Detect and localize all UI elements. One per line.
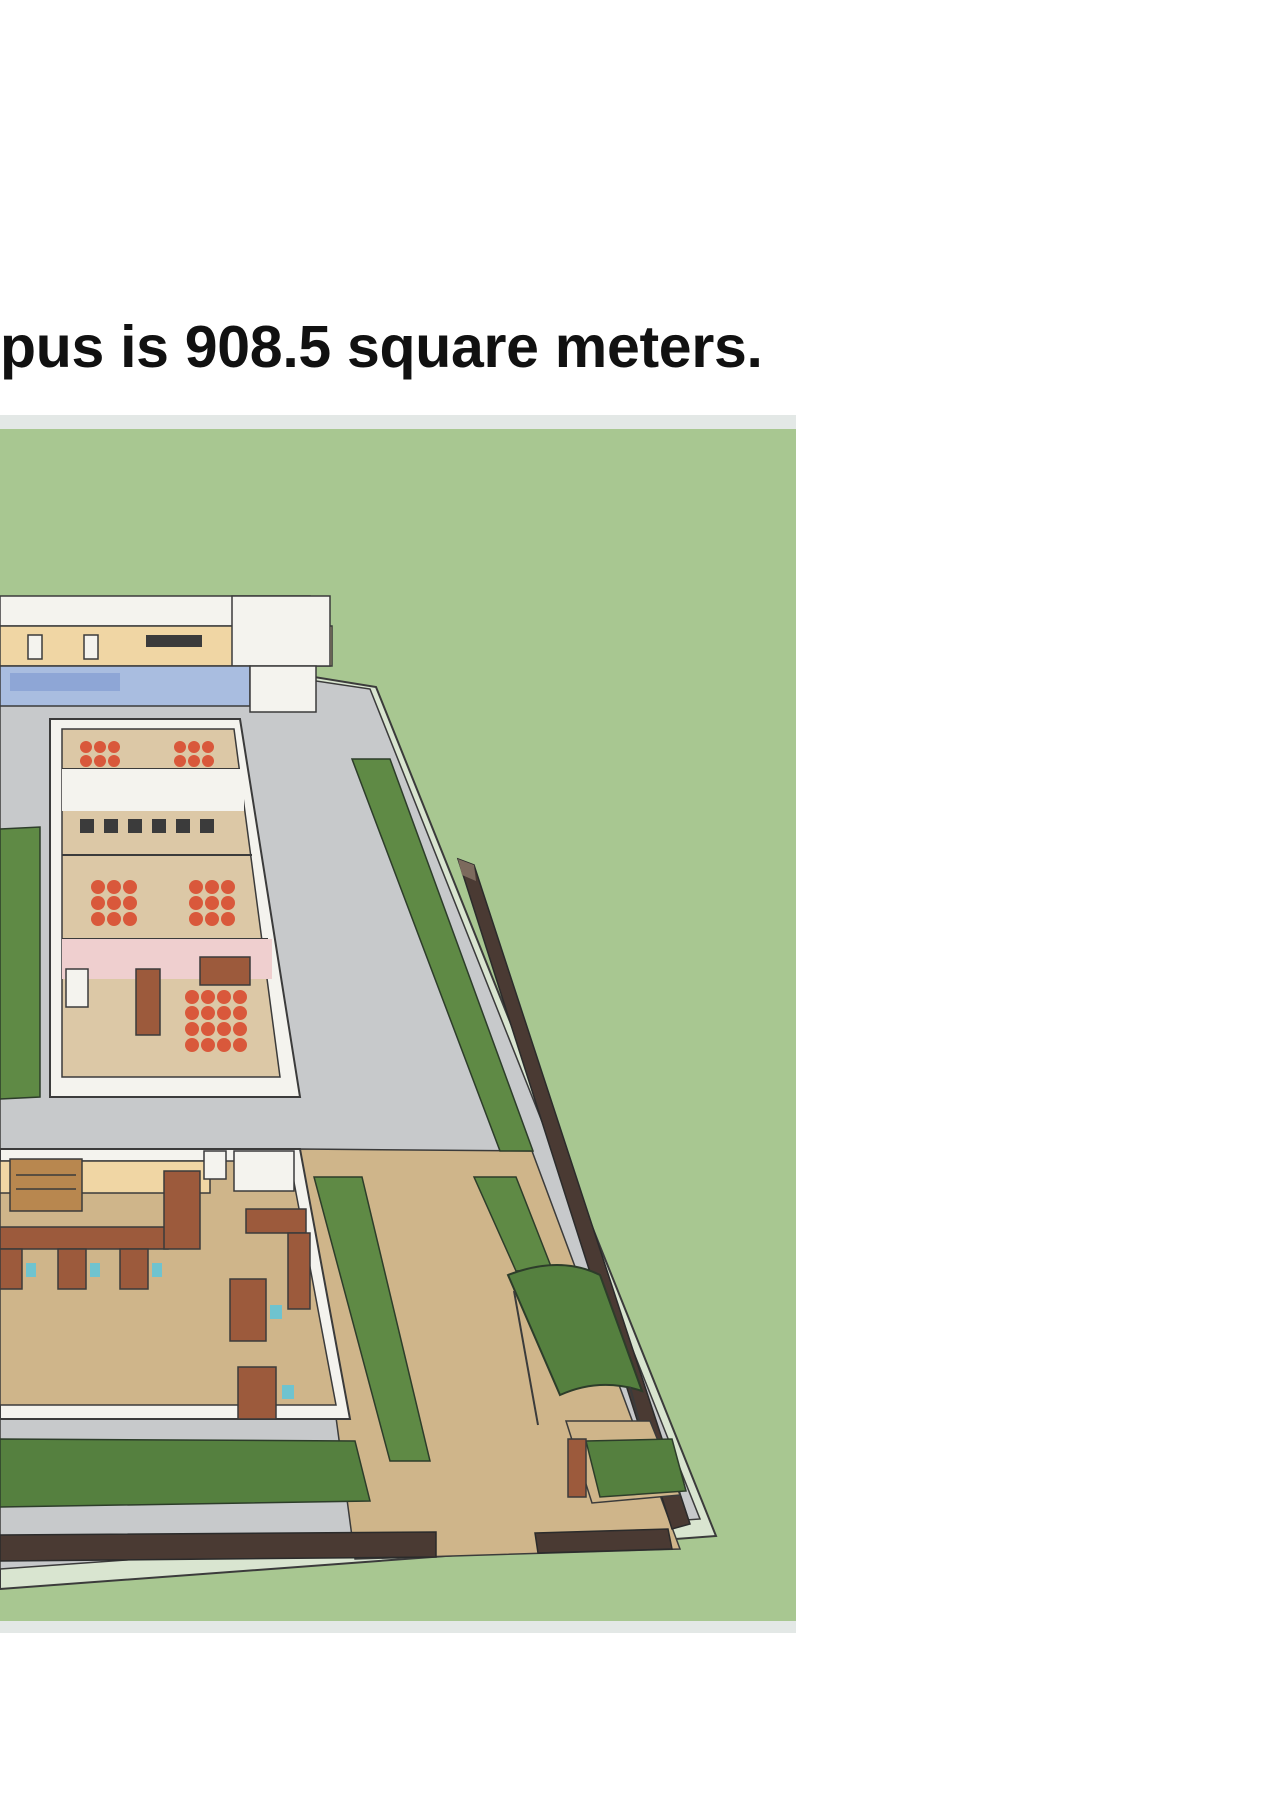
side-cabinet xyxy=(65,968,89,1008)
lawn-strip-center xyxy=(313,1176,431,1462)
chair-group-1 xyxy=(80,741,214,767)
chair-group-2 xyxy=(91,880,235,926)
office-chair-5 xyxy=(282,1385,294,1399)
office-chair-3 xyxy=(152,1263,162,1277)
shelter-roof xyxy=(506,1264,644,1397)
office-desk-vertical xyxy=(163,1170,201,1250)
lawn-strip-left xyxy=(0,826,41,1100)
office-chair-4 xyxy=(270,1305,282,1319)
office-chair-2 xyxy=(90,1263,100,1277)
office-cabinet-right xyxy=(245,1208,307,1234)
lawn-strip-right-long xyxy=(350,758,535,1152)
office-desk-4 xyxy=(229,1278,267,1342)
perimeter-wall-right-top xyxy=(458,859,476,881)
top-building-window xyxy=(146,635,202,647)
perimeter-wall-bottom xyxy=(0,1531,437,1562)
computer-row xyxy=(80,819,214,833)
office-chair-1 xyxy=(26,1263,36,1277)
office-long-desk xyxy=(0,1226,169,1250)
office-cabinet-tall xyxy=(287,1232,311,1310)
office-desk-1 xyxy=(0,1248,23,1290)
lawn-strip-bottom xyxy=(0,1438,371,1508)
office-desk-5 xyxy=(237,1366,277,1420)
top-building-door-2 xyxy=(83,634,99,660)
campus-illustration xyxy=(0,415,796,1633)
office-desk-2 xyxy=(57,1248,87,1290)
small-shed-door xyxy=(567,1438,587,1498)
office-small-box xyxy=(203,1150,227,1180)
top-building-door-1 xyxy=(27,634,43,660)
chair-group-3 xyxy=(185,990,247,1052)
top-building-side-room xyxy=(231,595,331,667)
perimeter-wall-bottom-right xyxy=(534,1528,673,1554)
lectern-desk xyxy=(135,968,161,1036)
small-shed-roof xyxy=(585,1438,687,1498)
blue-room-pool xyxy=(10,673,120,691)
office-shelf xyxy=(9,1158,83,1212)
white-room-strip xyxy=(62,769,244,811)
cabinet xyxy=(199,956,251,986)
office-white-room xyxy=(233,1150,295,1192)
campus-plan-svg xyxy=(0,595,718,1591)
caption-text: pus is 908.5 square meters. xyxy=(0,314,763,380)
corner-room xyxy=(249,665,317,713)
office-desk-3 xyxy=(119,1248,149,1290)
